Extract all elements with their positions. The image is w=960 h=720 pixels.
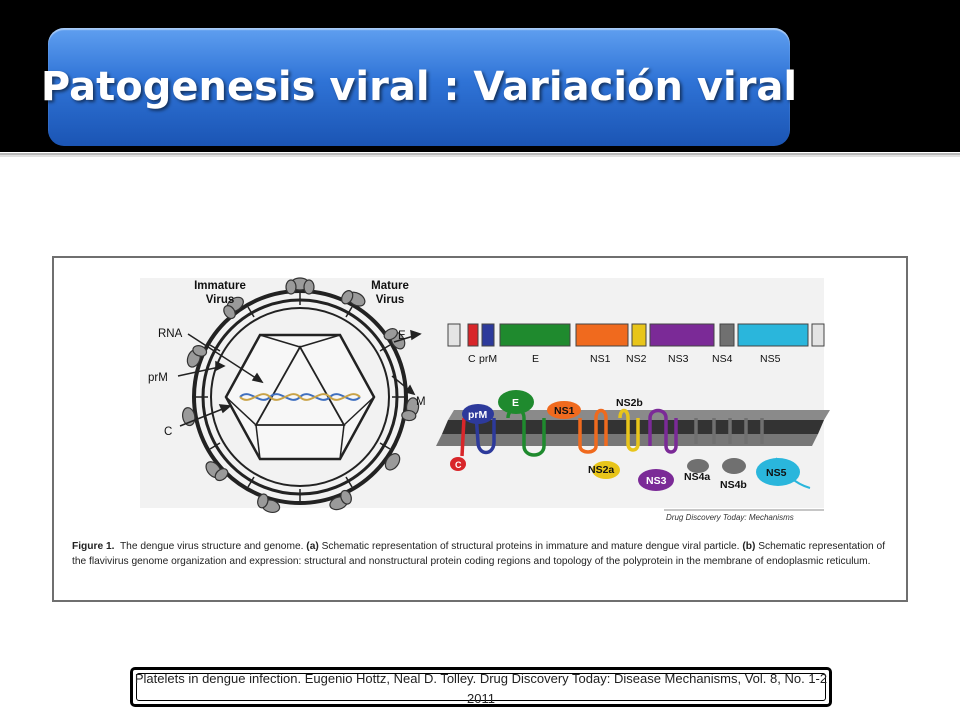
slide-title: Patogenesis viral : Variación viral (40, 64, 798, 110)
title-banner: Patogenesis viral : Variación viral (41, 28, 797, 146)
genome-segment-ns4 (719, 323, 735, 347)
virus-particle (182, 277, 420, 513)
label-c: C (164, 426, 172, 438)
figure-credit: Drug Discovery Today: Mechanisms (666, 513, 794, 522)
caption-text-a: Schematic representation of structural p… (321, 541, 740, 552)
genome-segment-ns5 (737, 323, 809, 347)
caption-text-b: Schematic representation of the flavivir… (72, 541, 886, 567)
protein-blobs (450, 390, 800, 491)
citation-inner-border (136, 673, 826, 701)
protein-label-ns1: NS1 (554, 405, 575, 417)
protein-label-ns2a: NS2a (588, 464, 614, 476)
genome-segment-c (467, 323, 479, 347)
genome-segment-prm (481, 323, 495, 347)
genome-label-ns4: NS4 (712, 353, 733, 365)
genome-segment-ns1 (575, 323, 629, 347)
genome-label-ns2: NS2 (626, 353, 647, 365)
citation-text: Platelets in dengue infection. Eugenio H… (134, 671, 828, 706)
polyprotein-topology (460, 407, 811, 489)
protein-label-ns4b: NS4b (720, 479, 747, 491)
protein-label-prm: prM (468, 409, 488, 421)
genome-label-ns5: NS5 (760, 353, 781, 365)
genome-label-prm: prM (479, 353, 497, 365)
citation-box: Platelets in dengue infection. Eugenio H… (130, 667, 832, 707)
label-m: M (416, 396, 426, 408)
genome-bar (447, 323, 825, 347)
panel-a-arrows (177, 329, 422, 427)
protein-label-e: E (512, 397, 519, 409)
genome-label-ns1: NS1 (590, 353, 611, 365)
genome-label-c: C (468, 353, 476, 365)
caption-part-b: (b) (742, 541, 756, 552)
genome-segment-ns3 (649, 323, 715, 347)
protein-label-ns2b: NS2b (616, 397, 643, 409)
genome-labels: C prM E NS1 NS2 NS3 NS4 NS5 (468, 353, 781, 365)
protein-label-ns4a: NS4a (684, 471, 710, 483)
label-e: E (398, 330, 406, 342)
protein-label-c: C (455, 460, 462, 470)
genome-segment-ns2 (631, 323, 647, 347)
caption-title: The dengue virus structure and genome. (119, 541, 304, 552)
protein-label-ns5: NS5 (766, 467, 787, 479)
caption-figure-label: Figure 1. (72, 541, 115, 552)
genome-label-ns3: NS3 (668, 353, 689, 365)
label-rna: RNA (158, 328, 183, 340)
protein-label-ns3: NS3 (646, 475, 667, 487)
protein-labels: prM E NS1 NS2b NS2a NS3 NS4a NS4b NS5 C (455, 397, 787, 491)
genome-label-e: E (532, 353, 539, 365)
label-prm: prM (148, 372, 168, 384)
caption-part-a: (a) (306, 541, 319, 552)
header-divider (0, 152, 960, 157)
figure-caption: Figure 1. The dengue virus structure and… (72, 539, 892, 569)
genome-segment-e (499, 323, 571, 347)
